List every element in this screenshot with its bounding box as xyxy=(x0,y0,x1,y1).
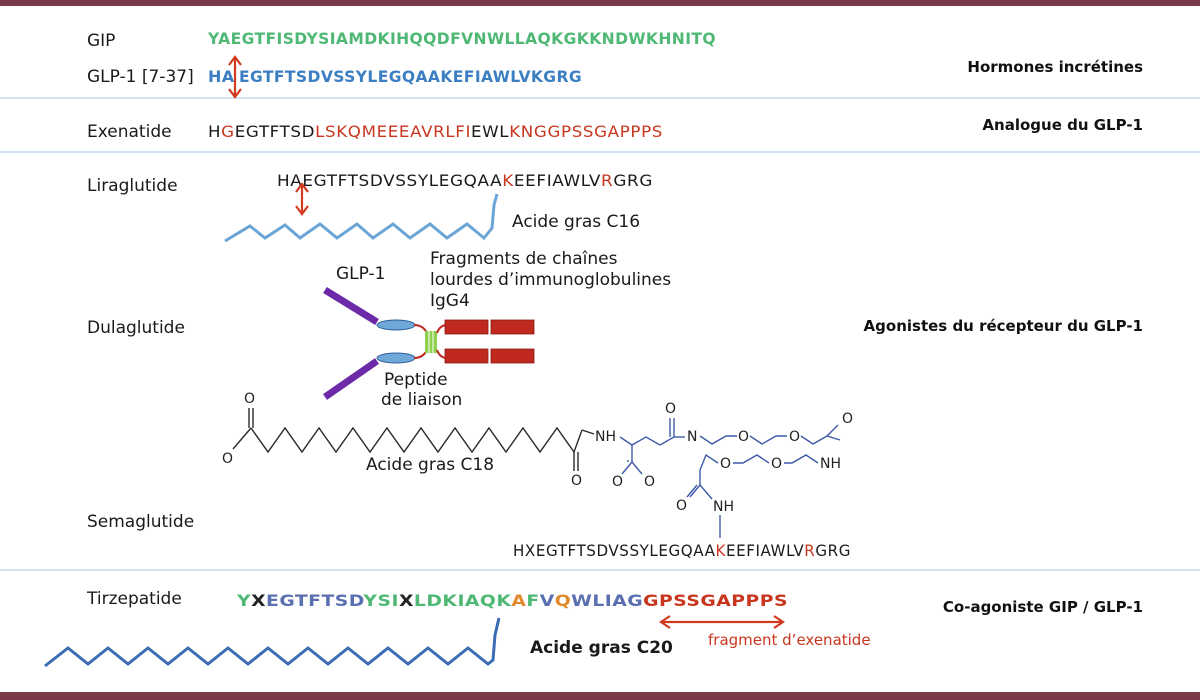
sequence-segment: YSI xyxy=(362,591,399,610)
sequence-segment: H xyxy=(208,122,221,141)
atom-nh-1: NH xyxy=(595,429,616,445)
sequence-segment: LDKIAQK xyxy=(414,591,512,610)
label-semaglutide: Semaglutide xyxy=(87,512,194,532)
atom-n-1: N xyxy=(687,429,697,445)
label-tirzepatide: Tirzepatide xyxy=(86,589,182,609)
atom-o-left: O xyxy=(222,451,233,467)
sequence-semaglutide: HXEGTFTSDVSSYLEGQAAKEEFIAWLVRGRG xyxy=(513,541,851,560)
sequence-segment: KNGGPSSGAPPPS xyxy=(509,122,663,141)
annotation-fc-line3: IgG4 xyxy=(430,291,470,311)
annotation-linker-line2: de liaison xyxy=(381,390,462,410)
label-liraglutide: Liraglutide xyxy=(87,176,178,196)
atom-o-glu-1: O xyxy=(612,474,623,490)
bottom-frame-bar xyxy=(0,692,1200,700)
sequence-segment: EGTFTSD xyxy=(235,122,315,141)
sequence-segment: HA xyxy=(277,171,302,190)
atom-o-peg-6: O xyxy=(676,498,687,514)
category-incretins: Hormones incrétines xyxy=(967,58,1143,76)
label-glp1: GLP-1 [7-37] xyxy=(87,67,194,87)
sequence-segment: X xyxy=(251,591,266,610)
atom-o-peg-2: O xyxy=(789,429,800,445)
annotation-fc-line2: lourdes d’immunoglobulines xyxy=(430,270,671,290)
semaglutide-structure: O O O NH O O O N O O O NH O xyxy=(222,391,853,538)
sequence-segment: LSKQMEEE xyxy=(315,122,410,141)
sequence-segment: G xyxy=(221,122,235,141)
sequence-segment: EGTFTSDVSSYLEGQAA xyxy=(302,171,502,190)
sequence-segment: EEFIAWLV xyxy=(726,541,804,560)
annotation-c16: Acide gras C16 xyxy=(512,212,640,232)
label-gip: GIP xyxy=(87,31,115,51)
sequence-segment: F xyxy=(526,591,539,610)
atom-o-peg-4: O xyxy=(771,456,782,472)
label-exenatide: Exenatide xyxy=(87,122,172,142)
atom-o-peg-5: O xyxy=(720,456,731,472)
fc-block-lower-2 xyxy=(490,348,535,364)
sequence-segment: A xyxy=(511,591,526,610)
annotation-fc-line1: Fragments de chaînes xyxy=(430,249,618,269)
sequence-segment: GPSSGAPPPS xyxy=(643,591,788,610)
sequence-segment: R xyxy=(601,171,613,190)
sequence-segment: GRG xyxy=(613,171,653,190)
atom-o-peg-1: O xyxy=(738,429,749,445)
annotation-exenatide-fragment: fragment d’exenatide xyxy=(708,631,871,649)
cleavage-arrow-liraglutide xyxy=(295,182,309,216)
atom-o-c18-end: O xyxy=(571,473,582,489)
sequence-segment: Y xyxy=(236,591,251,610)
sequence-segment: E xyxy=(471,122,482,141)
atom-o-top-left: O xyxy=(244,391,255,407)
annotation-dula-glp1: GLP-1 xyxy=(336,264,385,284)
label-dulaglutide: Dulaglutide xyxy=(87,318,185,338)
sequence-segment: HXEGTFTSDVSSYLEGQAA xyxy=(513,541,715,560)
annotation-c20: Acide gras C20 xyxy=(530,638,673,658)
atom-o-peg-3: O xyxy=(842,411,853,427)
c16-fatty-acid-chain xyxy=(224,193,499,243)
annotation-c18: Acide gras C18 xyxy=(366,455,494,475)
fc-block-lower-1 xyxy=(444,348,489,364)
top-frame-bar xyxy=(0,0,1200,6)
sequence-segment: WLIAG xyxy=(571,591,643,610)
sequence-gip: YAEGTFISDYSIAMDKIHQQDFVNWLLAQKGKKNDWKHNI… xyxy=(207,29,716,48)
sequence-segment: K xyxy=(715,541,725,560)
sequence-segment: Q xyxy=(555,591,571,610)
sequence-segment: WL xyxy=(482,122,509,141)
glp1-peptide-upper xyxy=(323,287,379,325)
fc-block-upper-1 xyxy=(444,319,489,335)
linker-lower xyxy=(376,352,416,364)
sequence-segment: EGTFTSD xyxy=(266,591,364,610)
annotation-linker-line1: Peptide xyxy=(384,370,448,390)
dulaglutide-structure xyxy=(323,287,535,400)
sequence-segment: R xyxy=(804,541,815,560)
sequence-segment: V xyxy=(540,591,555,610)
atom-nh-3: NH xyxy=(713,499,734,515)
glp1-peptide-lower xyxy=(323,358,379,400)
c20-fatty-acid-chain xyxy=(44,617,501,668)
c18-fatty-acid-chain xyxy=(250,426,583,454)
cleavage-arrow-glp1 xyxy=(228,55,242,99)
sequence-segment: GRG xyxy=(815,541,851,560)
sequence-glp1-rest: EGTFTSDVSSYLEGQAAKEFIAWLVKGRG xyxy=(239,67,582,86)
disulfide-bridge xyxy=(425,331,437,353)
category-glp1-agonists: Agonistes du récepteur du GLP-1 xyxy=(864,317,1143,335)
sequence-segment: EEFIAWLV xyxy=(514,171,601,190)
sequence-segment: X xyxy=(399,591,414,610)
linker-upper xyxy=(376,319,416,331)
fc-block-upper-2 xyxy=(490,319,535,335)
atom-o-glu-2: O xyxy=(644,474,655,490)
sequence-segment: K xyxy=(502,171,514,190)
category-glp1-analog: Analogue du GLP-1 xyxy=(982,116,1143,134)
category-coagonist: Co-agoniste GIP / GLP-1 xyxy=(943,598,1143,616)
sequence-glp1-start: HA xyxy=(208,67,235,86)
sequence-segment: AVRLFI xyxy=(410,122,471,141)
atom-o-glu-3: O xyxy=(665,401,676,417)
exenatide-fragment-arrow xyxy=(659,615,785,629)
atom-nh-2: NH xyxy=(820,456,841,472)
